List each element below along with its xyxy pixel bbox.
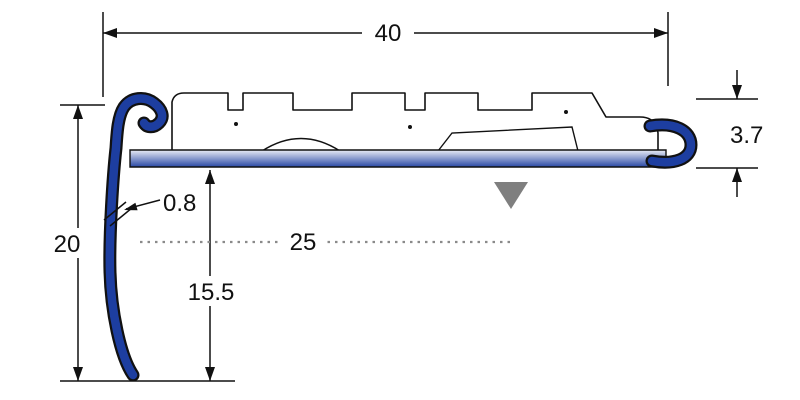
- dim-front-drop-group: [46, 104, 235, 382]
- dim-leg-height-label: 15.5: [188, 279, 235, 306]
- dim-20-arrow-top: [73, 105, 83, 119]
- dim-155-label-mask: [180, 276, 242, 306]
- rivet-dot-left: [234, 122, 238, 126]
- dim-08-tick-1: [103, 201, 127, 221]
- tread-body-outline: [171, 92, 659, 153]
- dim-155-arrow-bottom: [205, 367, 215, 381]
- dim-20-label-mask: [46, 228, 90, 258]
- profile-body-group: [171, 92, 659, 153]
- front-leg-group: [103, 92, 169, 382]
- dim-leg-height-group: [180, 170, 242, 381]
- dim-edge-height-label: 3.7: [730, 122, 763, 149]
- rivet-dot-middle: [408, 125, 412, 129]
- dim-40-label-mask: [362, 18, 414, 46]
- dim-40-arrow-left: [103, 28, 117, 38]
- dim-08-tick-2: [109, 207, 133, 227]
- dim-thickness-group: [103, 199, 161, 227]
- dim-20-arrow-bottom: [73, 367, 83, 381]
- front-leg-blue: [105, 94, 167, 380]
- base-strip: [129, 149, 667, 168]
- dim-37-arrow-down: [732, 85, 742, 99]
- dim-37-arrow-up: [732, 168, 742, 182]
- base-strip-group: [129, 149, 667, 168]
- dim-overall-width-group: [102, 12, 669, 97]
- dim-155-arrow-top: [205, 170, 215, 184]
- right-hook-blue: [645, 120, 696, 167]
- dim-insert-width-label: 25: [290, 229, 317, 256]
- right-hook-group: [643, 118, 698, 169]
- dim-08-arrow: [124, 202, 138, 211]
- dim-thickness-label: 0.8: [163, 190, 196, 217]
- dim-front-drop-label: 20: [54, 231, 81, 258]
- direction-marker-triangle-icon: [494, 182, 528, 209]
- dim-40-arrow-right: [654, 28, 668, 38]
- dim-edge-height-group: [696, 70, 758, 197]
- dim-insert-width-group: [140, 227, 512, 255]
- dim-overall-width-label: 40: [375, 20, 402, 47]
- dim-25-label-mask: [280, 227, 326, 255]
- rivet-dot-right: [564, 110, 568, 114]
